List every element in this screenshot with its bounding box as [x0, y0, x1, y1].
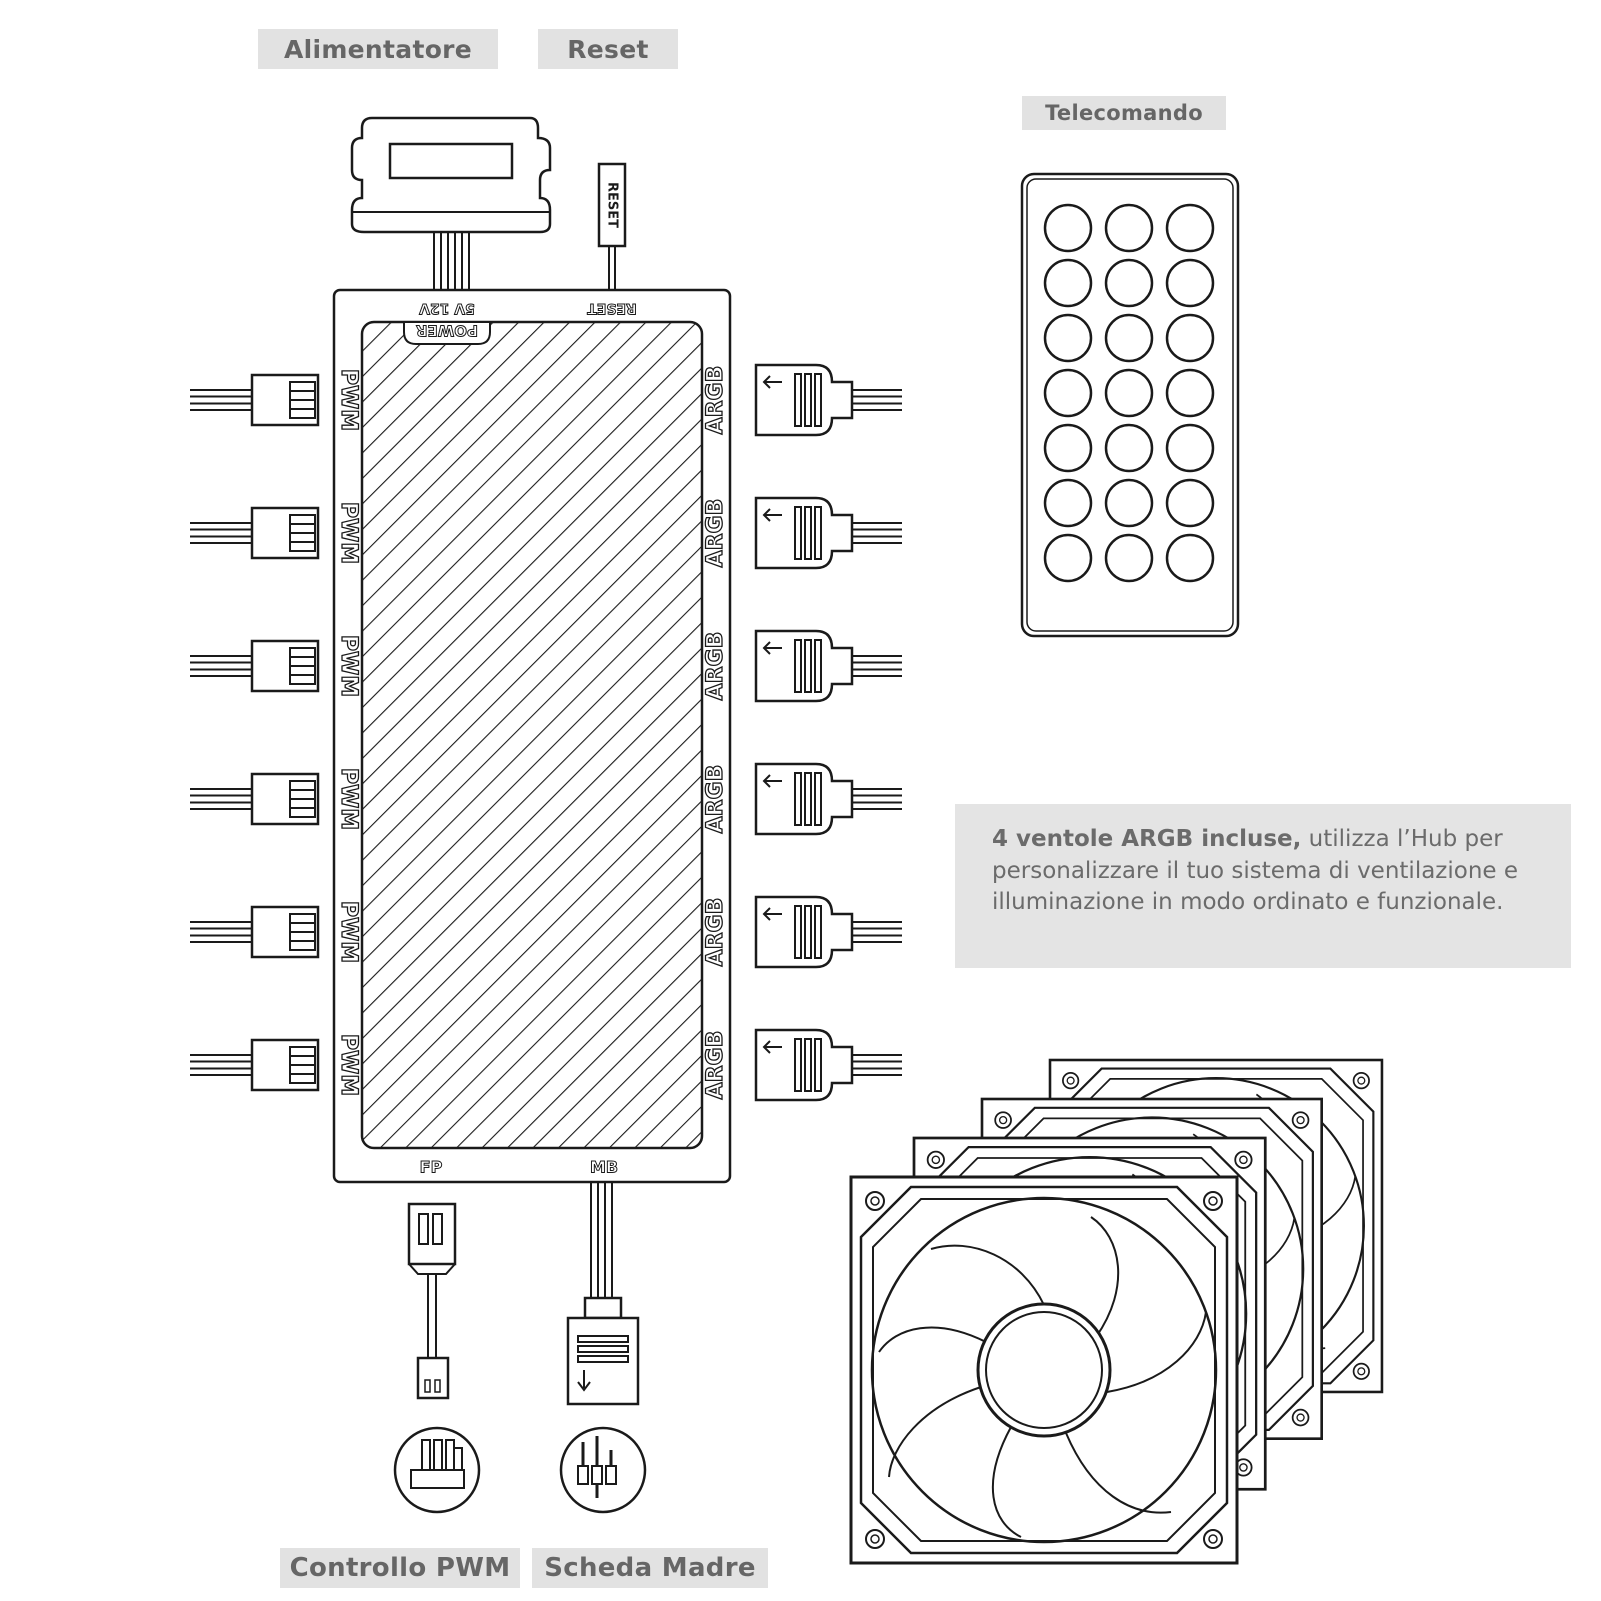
voltage-text: 5V 12V [419, 300, 475, 316]
argb-port-label: ARGB [703, 1031, 728, 1100]
pwm-port-label: PWM [336, 901, 361, 963]
argb-port-label: ARGB [703, 898, 728, 967]
reset-cable-text: RESET [605, 182, 620, 228]
pwm-port-label: PWM [336, 502, 361, 564]
pwm-port-label: PWM [336, 768, 361, 830]
mb-port-text: MB [590, 1158, 618, 1177]
fp-cable [407, 1202, 457, 1400]
argb-header-icon: ARGB [702, 762, 904, 836]
power-connector [350, 116, 552, 290]
pwm-header-icon: PWM [188, 1033, 362, 1097]
remote-label: Telecomando [1022, 96, 1226, 130]
fan-icon [849, 1175, 1239, 1565]
argb-port-label: ARGB [703, 366, 728, 435]
argb-header-icon: ARGB [702, 1028, 904, 1102]
info-text: utilizza l’Hub per personalizzare il tuo… [992, 826, 1519, 915]
argb-port-label: ARGB [703, 499, 728, 568]
argb-header-icon: ARGB [702, 363, 904, 437]
pwm-port-label: PWM [336, 1034, 361, 1096]
argb-port-label: ARGB [703, 765, 728, 834]
pwm-header-icon [393, 1426, 481, 1514]
argb-header-icon: ARGB [702, 496, 904, 570]
motherboard-label: Scheda Madre [532, 1548, 768, 1588]
power-port-text: POWER [416, 322, 479, 340]
pwm-header-icon: PWM [188, 900, 362, 964]
argb-header-icon: ARGB [702, 895, 904, 969]
pwm-header-icon: PWM [188, 368, 362, 432]
mb-cable [566, 1182, 640, 1406]
pwm-header-icon: PWM [188, 501, 362, 565]
reset-cable: RESET [597, 162, 627, 290]
pwm-ports: PWM PWM PWM PWM PWM PWM [188, 368, 362, 1097]
fp-port-text: FP [420, 1158, 443, 1177]
reset-label: Reset [538, 29, 678, 69]
reset-port-text: RESET [587, 300, 637, 316]
hub-board: POWER 5V 12V RESET FP MB [332, 288, 732, 1184]
argb-ports: ARGB ARGB ARGB ARGB ARGB ARGB [702, 363, 904, 1102]
pwm-port-label: PWM [336, 369, 361, 431]
pwm-port-label: PWM [336, 635, 361, 697]
pwm-header-icon: PWM [188, 634, 362, 698]
argb-port-label: ARGB [703, 632, 728, 701]
info-bold: 4 ventole ARGB incluse, [992, 826, 1302, 852]
argb-header-icon: ARGB [702, 629, 904, 703]
pwm-control-label: Controllo PWM [280, 1548, 520, 1588]
power-supply-label: Alimentatore [258, 29, 498, 69]
info-box: 4 ventole ARGB incluse, utilizza l’Hub p… [955, 804, 1571, 968]
remote-control-icon [1020, 172, 1240, 638]
argb-header-icon [559, 1426, 647, 1514]
pwm-header-icon: PWM [188, 767, 362, 831]
